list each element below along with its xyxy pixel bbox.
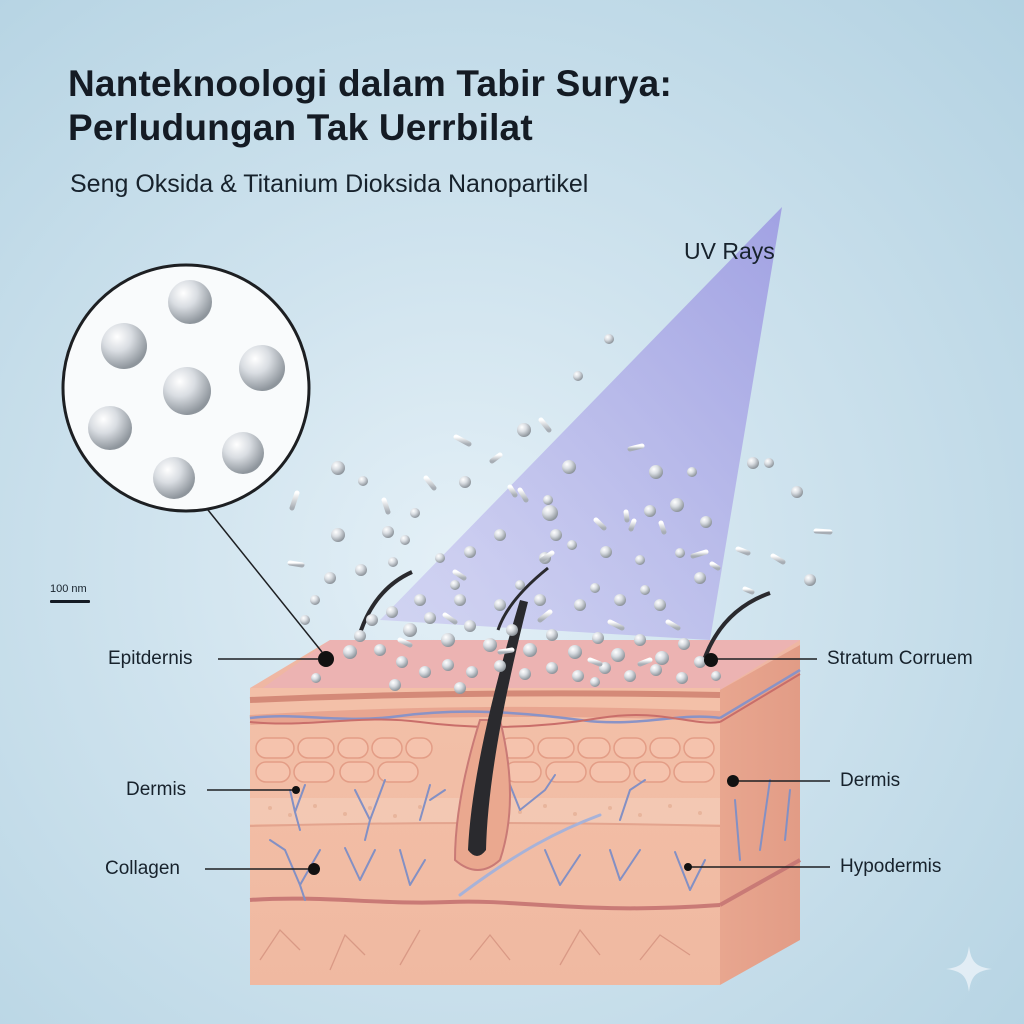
- label-stratum-corneum: Stratum Corruem: [827, 648, 973, 669]
- callouts: [205, 651, 830, 875]
- subtitle: Seng Oksida & Titanium Dioksida Nanopart…: [70, 170, 589, 198]
- page-title: Nanteknoologi dalam Tabir Surya: Perludu…: [68, 62, 672, 150]
- scale-bar-line: [50, 600, 90, 603]
- scale-bar: 100 nm: [50, 583, 90, 603]
- label-epidermis: Epitdernis: [108, 648, 193, 669]
- skin-side-face: [720, 645, 800, 985]
- label-dermis-left: Dermis: [126, 779, 187, 800]
- scale-bar-label: 100 nm: [50, 583, 87, 595]
- label-collagen: Collagen: [105, 858, 180, 879]
- nanoparticle-spheres: [300, 334, 816, 694]
- sparkle-icon: [946, 946, 992, 992]
- label-hypodermis: Hypodermis: [840, 856, 942, 877]
- title-line-2: Perludungan Tak Uerrbilat: [68, 107, 533, 148]
- uv-rays-label: UV Rays: [684, 238, 775, 264]
- uv-beam: [380, 207, 782, 640]
- nanoparticle-rods: [287, 417, 833, 667]
- title-line-1: Nanteknoologi dalam Tabir Surya:: [68, 63, 672, 104]
- label-dermis-right: Dermis: [840, 770, 901, 791]
- magnified-inset: [61, 263, 323, 653]
- nanoparticle-cluster: [354, 580, 721, 684]
- hair-shaft: [468, 600, 528, 856]
